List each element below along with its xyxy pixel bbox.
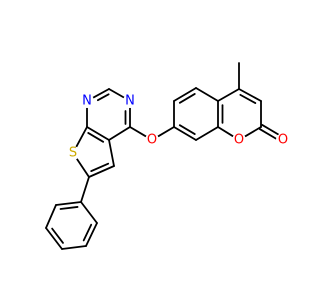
- bond-c7a-s: [75, 126, 88, 148]
- atom-o-ether: O: [145, 133, 159, 148]
- bond-c2-n3: [108, 88, 125, 99]
- bond-n1-c2-inner: [96, 93, 110, 102]
- atom-n3-backdrop: [123, 94, 137, 108]
- bond-c4-oe: [129, 126, 147, 138]
- bond-c4a-c7a: [86, 126, 110, 141]
- atom-o-ring-label: O: [234, 133, 244, 148]
- atom-s-backdrop: [66, 146, 80, 160]
- atom-o-ring-backdrop: [232, 133, 246, 147]
- molecule-structure: N N S O O O: [45, 62, 290, 250]
- bond-p3-p4-inner: [51, 227, 64, 244]
- bond-c2c-oc-b: [261, 124, 280, 136]
- bond-c4ac-c4c: [217, 88, 240, 102]
- atom-n1-backdrop: [80, 94, 94, 108]
- bond-or-c8a: [217, 126, 234, 138]
- bond-c7-c8-inner: [178, 124, 196, 135]
- bond-oe-c7: [157, 126, 175, 138]
- bond-p4-p5: [61, 245, 87, 250]
- atom-o-carbonyl-backdrop: [276, 133, 290, 147]
- bond-c2c-or: [244, 126, 262, 138]
- bond-p6-p1: [80, 201, 98, 224]
- bond-c7-c8: [173, 126, 197, 141]
- bond-c6-c5-inner: [90, 162, 110, 173]
- bond-c2c-oc-a: [258, 128, 277, 140]
- bond-c4-c4a: [108, 126, 131, 141]
- atom-o-ring: O: [232, 133, 246, 148]
- bond-c8-c8a: [195, 126, 219, 141]
- bond-c5-c4a: [108, 139, 115, 167]
- bond-p5-p6: [85, 222, 98, 247]
- bond-c4a-c7a-inner: [87, 132, 105, 143]
- bond-c4ac-c5c: [195, 87, 219, 102]
- bond-p1-p2-inner: [59, 206, 79, 210]
- bond-c5c-c6c-inner: [178, 93, 196, 104]
- bond-c4c-c3c: [238, 88, 262, 102]
- atom-s: S: [66, 146, 80, 161]
- atom-o-carbonyl-label: O: [278, 133, 288, 148]
- atom-s-label: S: [69, 146, 77, 161]
- bond-p3-p4: [45, 227, 63, 250]
- bond-c6-p1: [80, 176, 90, 203]
- atom-n3-label: N: [125, 94, 135, 109]
- atom-layer: N N S O O O: [66, 94, 290, 161]
- atom-o-ether-label: O: [147, 133, 157, 148]
- bond-c6-c5: [88, 165, 115, 178]
- bond-p5-p6-inner: [82, 223, 93, 242]
- bond-s-c6: [75, 157, 90, 178]
- bond-n1-c2: [92, 88, 110, 99]
- bond-p1-p2: [55, 201, 82, 206]
- bond-c5c-c6c: [173, 87, 197, 102]
- bond-c4c-c3c-inner: [239, 93, 257, 104]
- atom-o-carbonyl: O: [276, 133, 290, 148]
- atom-n1-label: N: [82, 94, 92, 109]
- atom-o-ether-backdrop: [145, 133, 159, 147]
- bond-p2-p3: [45, 204, 57, 229]
- bond-layer: [45, 62, 280, 250]
- atom-n3: N: [123, 94, 137, 109]
- atom-n1: N: [80, 94, 94, 109]
